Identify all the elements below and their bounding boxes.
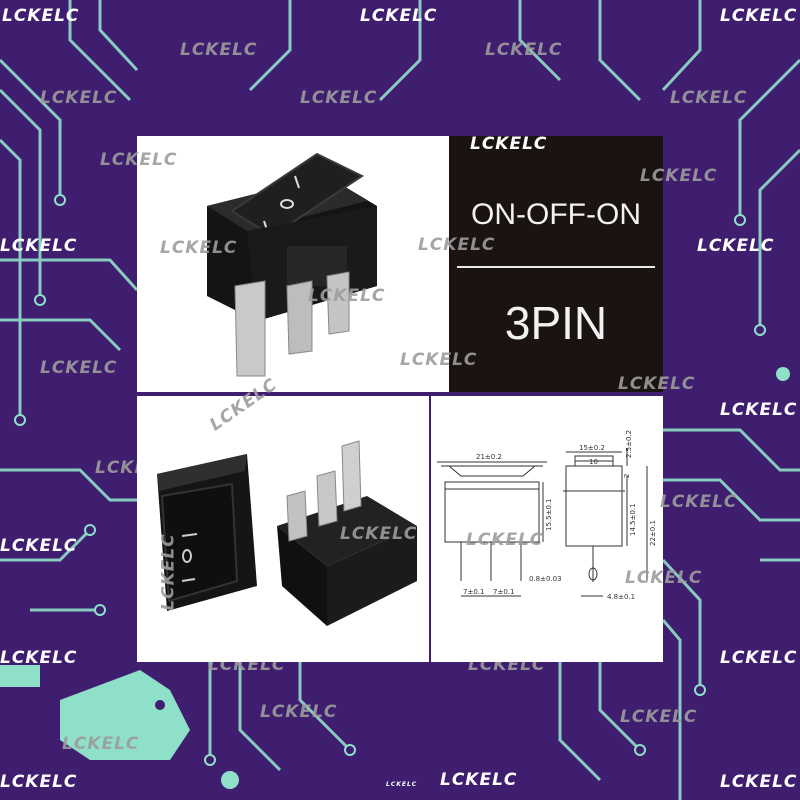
- watermark: LCKELC: [670, 88, 748, 108]
- dim-pitch-2: 7±0.1: [493, 588, 514, 596]
- watermark: LCKELC: [400, 350, 478, 370]
- watermark: LCKELC: [0, 236, 78, 256]
- watermark: LCKELC: [100, 150, 178, 170]
- watermark-small: LCKELC: [386, 781, 418, 788]
- dimension-drawing: 21±0.2 15±0.2 10 2.5±0.2 2 15.5±0.1 14.5…: [437, 430, 657, 601]
- divider: [457, 266, 655, 268]
- switch-photo-panel: [137, 136, 449, 392]
- dimension-drawing-panel: 21±0.2 15±0.2 10 2.5±0.2 2 15.5±0.1 14.5…: [431, 396, 663, 662]
- watermark: LCKELC: [160, 238, 238, 258]
- pin-count-label: 3PIN: [504, 297, 608, 349]
- spec-label-panel: ON-OFF-ON 3PIN: [449, 136, 663, 392]
- watermark: LCKELC: [720, 6, 798, 26]
- watermark: LCKELC: [660, 492, 738, 512]
- watermark: LCKELC: [466, 530, 544, 550]
- watermark: LCKELC: [697, 236, 775, 256]
- dim-pin-width: 4.8±0.1: [607, 593, 635, 601]
- dim-width-top: 21±0.2: [476, 453, 502, 461]
- watermark: LCKELC: [440, 770, 518, 790]
- dim-height-1: 14.5±0.1: [629, 503, 637, 536]
- dim-cap: 2.5±0.2: [625, 430, 633, 458]
- watermark: LCKELC: [620, 707, 698, 727]
- watermark: LCKELC: [308, 286, 386, 306]
- watermark: LCKELC: [0, 772, 78, 792]
- watermark: LCKELC: [360, 6, 438, 26]
- watermark: LCKELC: [470, 134, 548, 154]
- rocker-switch-image: [207, 152, 377, 377]
- two-switches-image: [157, 440, 417, 626]
- watermark: LCKELC: [158, 533, 179, 611]
- watermark: LCKELC: [2, 6, 80, 26]
- watermark: LCKELC: [720, 772, 798, 792]
- dim-pin-thickness: 0.8±0.03: [529, 575, 562, 583]
- switch-type-label: ON-OFF-ON: [471, 198, 641, 231]
- watermark: LCKELC: [640, 166, 718, 186]
- watermark: LCKELC: [618, 374, 696, 394]
- watermark: LCKELC: [720, 400, 798, 420]
- watermark: LCKELC: [625, 568, 703, 588]
- watermark: LCKELC: [40, 358, 118, 378]
- watermark: LCKELC: [40, 88, 118, 108]
- watermark: LCKELC: [0, 536, 78, 556]
- watermark: LCKELC: [485, 40, 563, 60]
- dim-inner: 10: [589, 458, 598, 466]
- watermark: LCKELC: [340, 524, 418, 544]
- switch-pair-photo-panel: [137, 396, 429, 662]
- watermark: LCKELC: [0, 648, 78, 668]
- dim-body-height: 15.5±0.1: [545, 498, 553, 531]
- watermark: LCKELC: [720, 648, 798, 668]
- watermark: LCKELC: [180, 40, 258, 60]
- watermark: LCKELC: [62, 734, 140, 754]
- watermark: LCKELC: [418, 235, 496, 255]
- watermark: LCKELC: [300, 88, 378, 108]
- dim-width-body: 15±0.2: [579, 444, 605, 452]
- dim-small: 2: [623, 474, 631, 478]
- dim-pitch-1: 7±0.1: [463, 588, 484, 596]
- dim-height-2: 22±0.1: [649, 520, 657, 546]
- watermark: LCKELC: [260, 702, 338, 722]
